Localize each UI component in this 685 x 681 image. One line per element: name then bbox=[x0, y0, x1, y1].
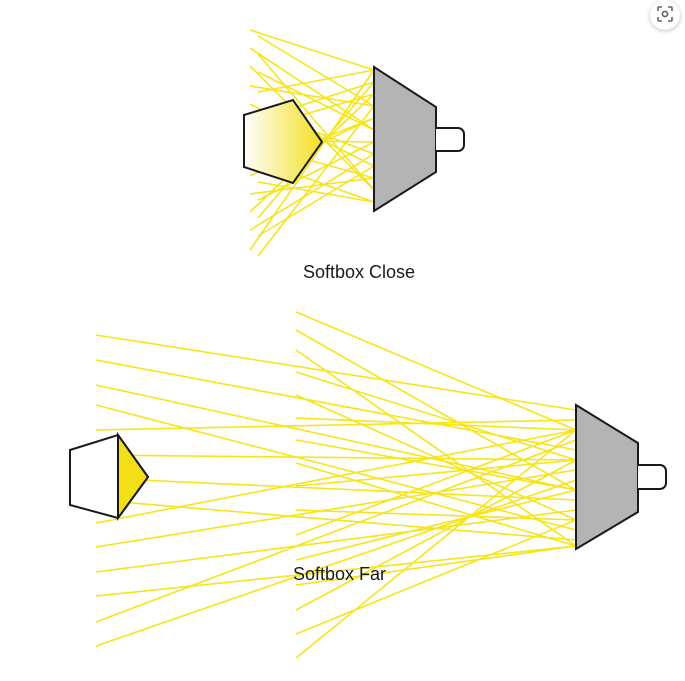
light-ray bbox=[95, 384, 577, 491]
light-ray bbox=[95, 334, 577, 411]
light-ray bbox=[295, 545, 577, 586]
softbox-far-bulb bbox=[638, 464, 667, 490]
light-ray bbox=[295, 417, 577, 431]
softbox-far-label: Softbox Far bbox=[293, 564, 387, 584]
subject-far-lit-side bbox=[117, 431, 150, 522]
softbox-far-scene bbox=[69, 311, 667, 659]
light-ray bbox=[295, 311, 577, 431]
light-ray bbox=[95, 469, 577, 548]
light-ray bbox=[257, 181, 375, 203]
light-ray bbox=[257, 53, 375, 191]
light-ray bbox=[257, 105, 375, 257]
light-ray bbox=[249, 29, 375, 71]
light-ray bbox=[295, 489, 577, 561]
light-ray bbox=[295, 459, 577, 611]
light-ray bbox=[95, 479, 577, 647]
softbox-far bbox=[575, 403, 639, 551]
light-ray bbox=[295, 394, 577, 521]
light-ray bbox=[257, 141, 375, 201]
light-ray bbox=[295, 462, 577, 547]
light-ray bbox=[295, 429, 577, 659]
softbox-close-bulb bbox=[436, 127, 465, 152]
light-ray bbox=[295, 371, 577, 461]
light-ray bbox=[257, 165, 375, 237]
softbox-close bbox=[373, 65, 437, 213]
light-ray bbox=[95, 419, 577, 431]
softbox-close-scene bbox=[243, 29, 465, 257]
light-ray bbox=[257, 35, 375, 107]
light-rays-far bbox=[95, 311, 577, 659]
light-ray bbox=[95, 509, 577, 573]
light-ray bbox=[295, 349, 577, 547]
light-ray bbox=[295, 519, 577, 635]
light-ray bbox=[249, 47, 375, 131]
light-ray bbox=[95, 429, 577, 524]
lens-scan-button[interactable] bbox=[650, 0, 680, 30]
light-ray bbox=[95, 477, 577, 501]
light-ray bbox=[257, 69, 375, 93]
light-ray bbox=[295, 439, 577, 491]
light-ray bbox=[95, 439, 577, 623]
light-ray bbox=[257, 71, 375, 131]
light-ray bbox=[95, 404, 577, 531]
softbox-close-label: Softbox Close bbox=[303, 262, 416, 282]
light-ray bbox=[295, 329, 577, 491]
subject-close bbox=[243, 98, 324, 185]
light-ray bbox=[95, 359, 577, 451]
light-ray bbox=[295, 509, 577, 521]
light-ray bbox=[95, 545, 577, 597]
light-ray bbox=[295, 459, 577, 487]
lens-scan-icon bbox=[657, 6, 673, 22]
light-ray bbox=[295, 429, 577, 536]
